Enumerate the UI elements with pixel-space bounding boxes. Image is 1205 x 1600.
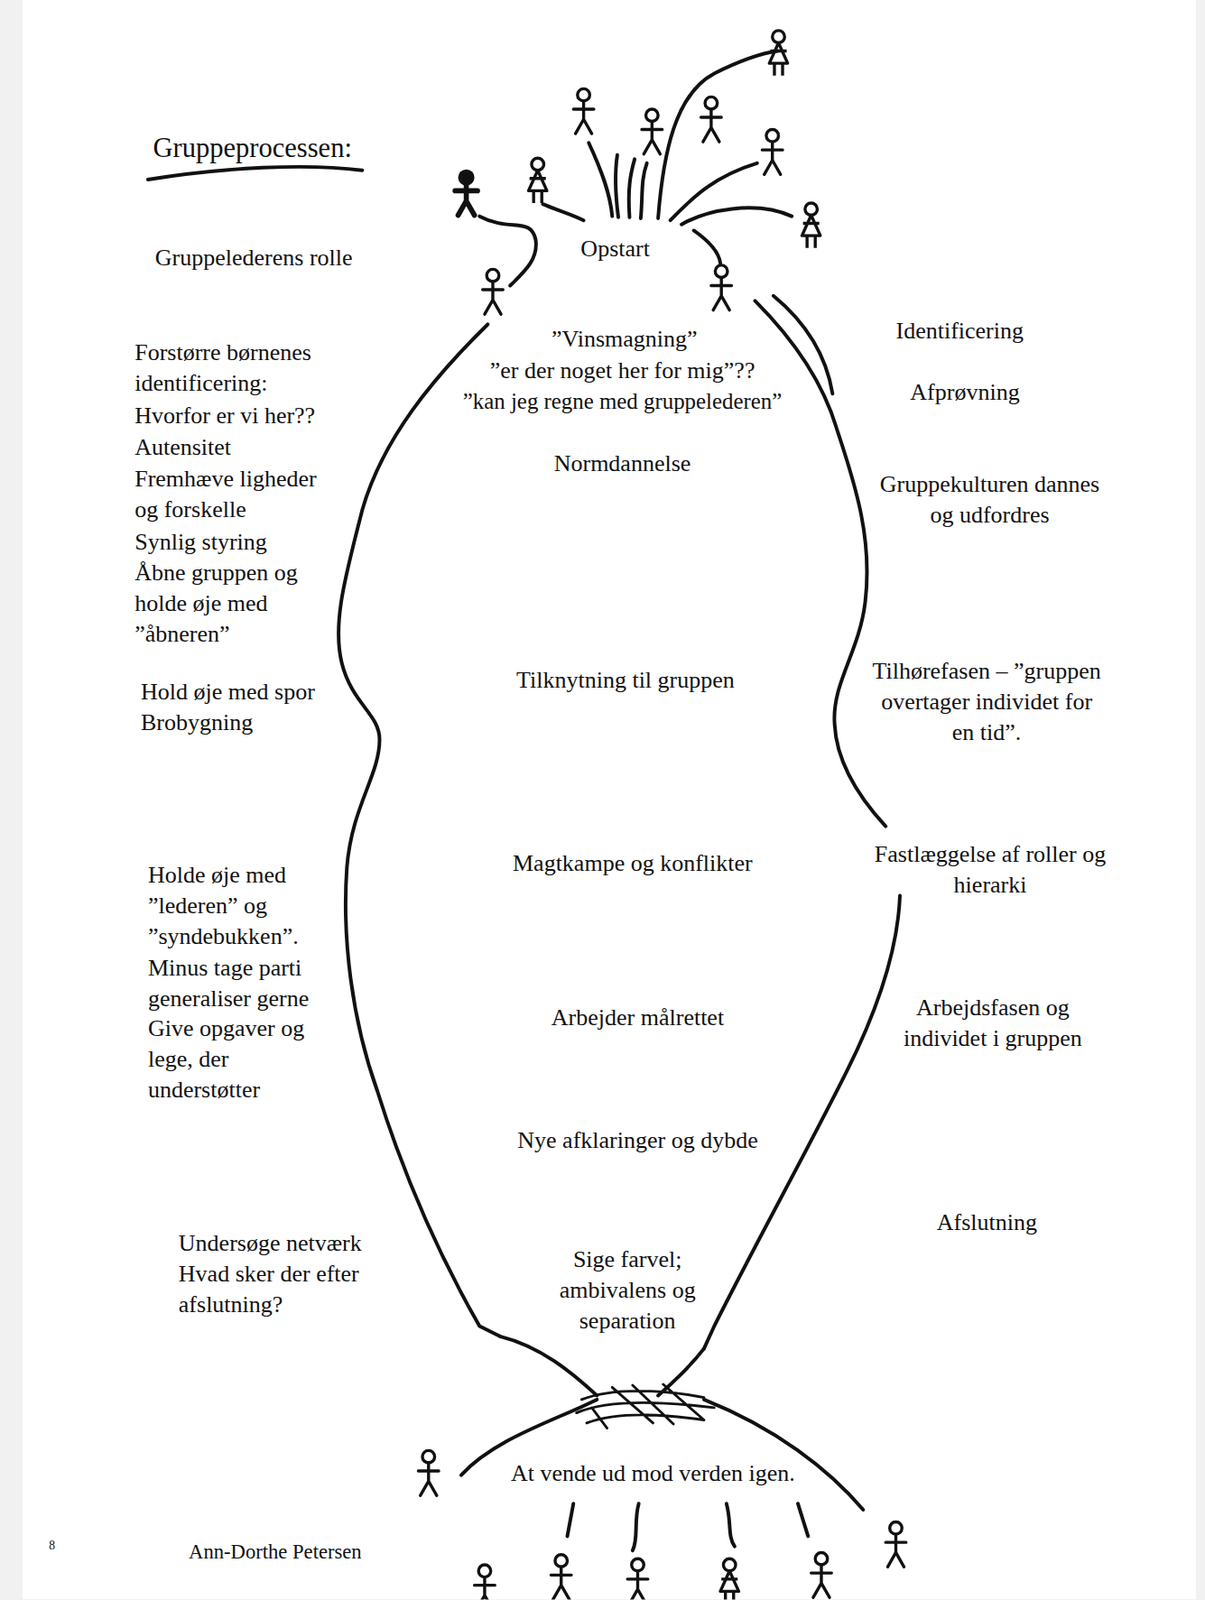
- down-line: [567, 1503, 575, 1537]
- stick-figure: [474, 1565, 496, 1600]
- wave-line: [615, 155, 619, 218]
- down-line: [726, 1503, 735, 1547]
- strokes: [148, 51, 863, 1552]
- stick-figures: [417, 30, 906, 1600]
- stick-figure: [627, 1558, 649, 1600]
- title: Gruppeprocessen:: [153, 130, 353, 167]
- note-label: Holde øje med ”lederen” og ”syndebukken”…: [148, 860, 322, 952]
- stick-figure: [417, 1450, 439, 1496]
- note-label: Tilhørefasen – ”gruppen overtager indivi…: [869, 656, 1104, 748]
- stick-figure: [761, 129, 783, 176]
- stick-figure: [550, 1555, 572, 1600]
- note-label: Gruppelederens rolle: [155, 242, 353, 274]
- phase-text: Arbejder målrettet: [551, 1002, 724, 1034]
- phase-text: Normdannelse: [554, 448, 692, 480]
- wave-line: [694, 230, 721, 263]
- wave-line: [629, 158, 635, 217]
- note-label: Identificering: [895, 315, 1023, 347]
- note-label: Hold øje med spor: [140, 677, 316, 709]
- vessel-line: [704, 895, 900, 1349]
- down-line: [632, 1503, 640, 1551]
- note-label: generaliser gerne: [148, 983, 309, 1015]
- double-line: [773, 296, 834, 395]
- phase-text: Sige farvel; ambivalens og separation: [550, 1244, 705, 1336]
- title-underline: [148, 166, 362, 180]
- wave-line: [542, 203, 584, 221]
- note-label: Hvorfor er vi her??: [134, 400, 316, 432]
- note-label: Fastlæggelse af roller og hierarki: [865, 839, 1116, 901]
- neck-line: [658, 1348, 705, 1396]
- note-label: At vende ud mod verden igen.: [510, 1458, 796, 1490]
- note-label: Fremhæve ligheder og forskelle: [134, 463, 339, 526]
- note-label: Ann-Dorthe Petersen: [188, 1538, 362, 1566]
- note-label: Give opgaver og lege, der understøtter: [148, 1014, 327, 1106]
- note-label: Opstart: [580, 233, 650, 265]
- note-label: Autensitet: [134, 432, 232, 464]
- note-label: Undersøge netværk: [178, 1228, 362, 1260]
- stick-figure: [885, 1522, 907, 1568]
- phase-text: ”kan jeg regne med gruppelederen”: [463, 388, 783, 418]
- vessel-line: [338, 324, 501, 1336]
- page: [22, 0, 1196, 1600]
- wave-line: [681, 207, 792, 224]
- note-label: Synlig styring: [134, 527, 268, 558]
- stick-figure: [454, 169, 478, 216]
- phase-text: Magtkampe og konflikter: [512, 848, 753, 880]
- note-label: Afslutning: [936, 1207, 1038, 1239]
- stick-figure: [482, 268, 504, 315]
- neck-scribble: [576, 1384, 715, 1429]
- stick-figure: [769, 30, 788, 76]
- phase-text: Nye afklaringer og dybde: [517, 1125, 758, 1157]
- stick-figure: [720, 1558, 739, 1600]
- wave-line: [588, 142, 612, 216]
- stick-figure: [528, 157, 547, 204]
- note-label: Åbne gruppen og holde øje med ”åbneren”: [134, 557, 318, 649]
- note-label: Arbejdsfasen og individet i gruppen: [885, 992, 1100, 1055]
- phase-text: Tilknytning til gruppen: [516, 665, 735, 696]
- note-label: Hvad sker der efter afslutning?: [178, 1259, 399, 1321]
- phase-text: ”er der noget her for mig”??: [490, 356, 756, 388]
- phase-text: ”Vinsmagning”: [551, 324, 698, 355]
- neck-line: [500, 1336, 597, 1397]
- note-label: Minus tage parti: [148, 953, 302, 984]
- page-number: 8: [48, 1538, 56, 1556]
- flare-line: [704, 1399, 863, 1511]
- stick-figure: [701, 96, 723, 142]
- stick-figure: [711, 265, 733, 311]
- stick-figure: [801, 203, 820, 249]
- down-line: [797, 1503, 808, 1537]
- stick-figure: [811, 1552, 833, 1598]
- stick-figure: [573, 88, 594, 134]
- vessel-line: [754, 300, 886, 826]
- wave-line: [640, 163, 648, 219]
- wave-line: [658, 51, 778, 219]
- note-label: Forstørre børnenes identificering:: [134, 337, 354, 399]
- note-label: Afprøvning: [909, 377, 1020, 408]
- group-process-vessel: ”Vinsmagning””er der noget her for mig”?…: [326, 296, 919, 1358]
- note-label: Gruppekulturen dannes og udfordres: [877, 469, 1103, 531]
- note-label: Brobygning: [140, 707, 253, 739]
- stick-figure: [641, 109, 663, 155]
